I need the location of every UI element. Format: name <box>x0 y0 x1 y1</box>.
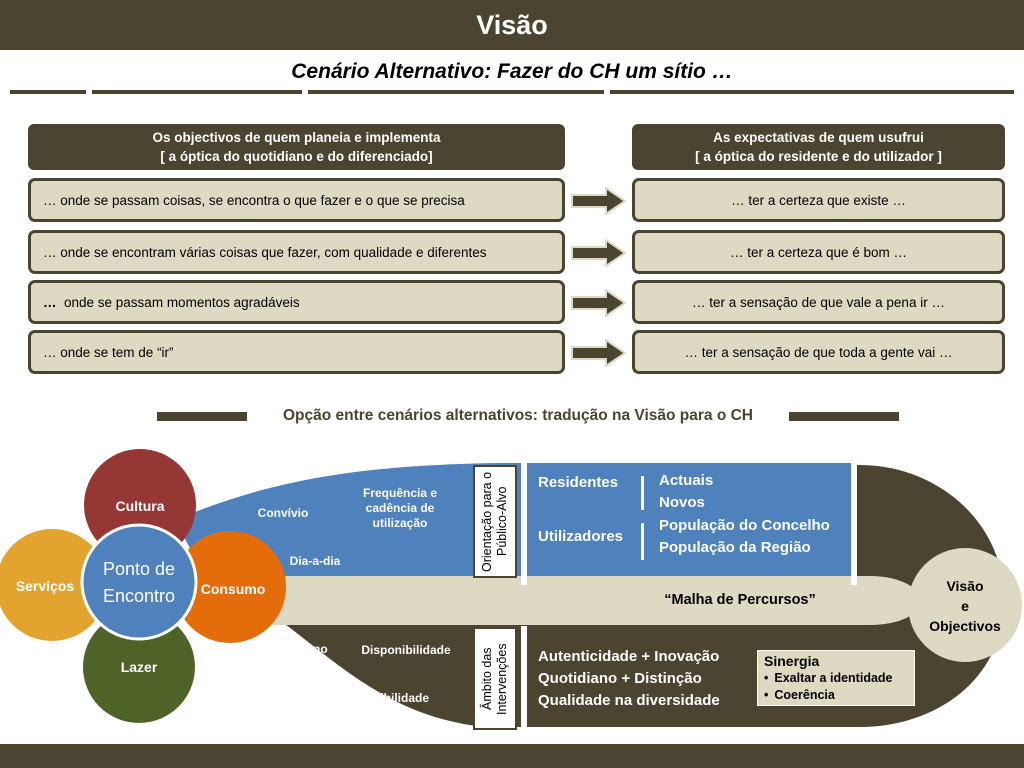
diagram-separator <box>851 463 857 585</box>
value-quotidiano: Quotidiano + Distinção <box>538 670 702 687</box>
left-row-2: … onde se encontram várias coisas que fa… <box>28 230 565 274</box>
left-row-bold-ellipsis: … <box>43 294 57 310</box>
ambito-label: Âmbito das Intervenções <box>480 642 509 715</box>
target-item-regiao: População da Região <box>659 539 811 556</box>
left-row-3: … onde se passam momentos agradáveis <box>28 280 565 324</box>
disponibilidade-label: Disponibilidade <box>361 643 451 657</box>
left-row-text: … onde se encontram várias coisas que fa… <box>43 244 487 260</box>
page-title: Visão <box>476 9 548 40</box>
frequencia-label: Frequência e cadência de utilização <box>362 486 438 530</box>
right-column-header: As expectativas de quem usufrui [ a ópti… <box>632 124 1005 170</box>
arrow-right-icon <box>571 239 626 267</box>
servicos-label: Serviços <box>15 578 75 594</box>
left-header-line1: Os objectivos de quem planeia e implemen… <box>152 130 441 145</box>
circle-lazer <box>83 611 195 723</box>
visao-line1: Visão <box>946 578 984 594</box>
visao-line2: e <box>961 598 969 614</box>
diagram-separator <box>521 626 527 728</box>
target-item-novos: Novos <box>659 494 705 511</box>
title-bar: Visão <box>0 0 1024 50</box>
left-row-text: … onde se tem de “ir” <box>43 344 174 360</box>
subtitle-underline-4 <box>610 90 1014 94</box>
right-row-4: … ter a sensação de que toda a gente vai… <box>632 330 1005 374</box>
bracket-line <box>641 523 644 560</box>
cultura-label: Cultura <box>115 498 165 514</box>
arrow-right-icon <box>571 339 626 367</box>
orientacao-label: Orientação para o Público-Alvo <box>480 471 509 572</box>
diagram-separator <box>521 463 527 585</box>
right-row-1: … ter a certeza que existe … <box>632 178 1005 222</box>
circle-servicos <box>0 529 108 641</box>
right-row-2: … ter a certeza que é bom … <box>632 230 1005 274</box>
convivio-label: Convívio <box>257 506 309 520</box>
dia-a-dia-label: Dia-a-dia <box>289 554 341 568</box>
right-row-text: … ter a sensação de que toda a gente vai… <box>684 344 953 360</box>
residentes-label: Residentes <box>538 474 619 491</box>
quotidiano-label: Quotidiano <box>264 642 328 656</box>
right-row-text: … ter a sensação de que vale a pena ir … <box>692 294 945 310</box>
right-row-text: … ter a certeza que é bom … <box>729 244 908 260</box>
subtitle-underline-2 <box>92 90 302 94</box>
ponto-label-line2: Encontro <box>102 586 176 606</box>
bracket-line <box>641 476 644 510</box>
left-row-4: … onde se tem de “ir” <box>28 330 565 374</box>
section-title: Opção entre cenários alternativos: tradu… <box>282 407 754 424</box>
sinergia-list: Exaltar a identidade Coerência <box>764 670 908 704</box>
subtitle: Cenário Alternativo: Fazer do CH um síti… <box>291 60 733 83</box>
right-row-text: … ter a certeza que existe … <box>731 192 906 208</box>
target-item-concelho: População do Concelho <box>659 517 830 534</box>
malha-percursos-label: “Malha de Percursos” <box>664 592 816 608</box>
right-header-line2: [ a óptica do residente e do utilizador … <box>695 149 942 164</box>
right-header-line1: As expectativas de quem usufrui <box>713 130 924 145</box>
target-item-actuais: Actuais <box>659 472 714 489</box>
subtitle-underline-1 <box>10 90 86 94</box>
left-column-header: Os objectivos de quem planeia e implemen… <box>28 124 565 170</box>
circle-ponto-de-encontro <box>80 523 198 641</box>
section-line-left <box>157 412 247 421</box>
ambito-box: Âmbito das Intervenções <box>473 627 517 730</box>
aprazibilidade-label: Aprazibilidade <box>346 691 429 705</box>
sinergia-item: Coerência <box>764 687 908 704</box>
left-row-text: onde se passam momentos agradáveis <box>56 294 300 310</box>
footer-bar <box>0 744 1024 768</box>
diagram-path-band <box>205 576 922 625</box>
sinergia-item: Exaltar a identidade <box>764 670 908 687</box>
visao-line3: Objectivos <box>929 618 1001 634</box>
value-autenticidade: Autenticidade + Inovação <box>538 648 720 665</box>
arrow-right-icon <box>571 187 626 215</box>
orientacao-box: Orientação para o Público-Alvo <box>473 465 517 578</box>
consumo-label: Consumo <box>200 581 266 597</box>
ponto-de-encontro-label: Ponto de Encontro <box>84 556 194 610</box>
left-header-line2: [ a óptica do quotidiano e do diferencia… <box>160 149 433 164</box>
circle-consumo <box>174 531 286 643</box>
diferenciacao-label: Diferenciação <box>256 677 336 691</box>
value-qualidade: Qualidade na diversidade <box>538 692 720 709</box>
visao-objectivos-label: Visão e Objectivos <box>910 576 1020 636</box>
sinergia-title: Sinergia <box>764 653 820 669</box>
circle-visao <box>908 548 1022 662</box>
section-line-right <box>789 412 899 421</box>
arrow-right-icon <box>571 289 626 317</box>
subtitle-underline-3 <box>308 90 604 94</box>
ponto-label-line1: Ponto de <box>102 559 176 579</box>
lazer-label: Lazer <box>120 659 158 675</box>
left-row-1: … onde se passam coisas, se encontra o q… <box>28 178 565 222</box>
sinergia-box: Sinergia Exaltar a identidade Coerência <box>757 650 915 706</box>
right-row-3: … ter a sensação de que vale a pena ir … <box>632 280 1005 324</box>
utilizadores-label: Utilizadores <box>538 528 624 545</box>
left-row-text: … onde se passam coisas, se encontra o q… <box>43 192 465 208</box>
